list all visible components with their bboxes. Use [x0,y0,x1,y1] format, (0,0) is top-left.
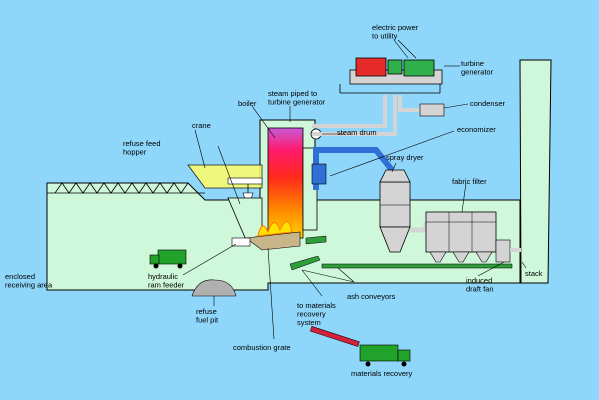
spray-dryer [379,169,411,253]
label-line: crane [192,121,211,130]
label-line: condenser [470,99,506,108]
label-line: combustion grate [233,343,291,352]
ash-conveyors [289,235,513,271]
label-stack: stack [525,269,543,278]
label-line: turbine generator [268,98,326,107]
label-line: spray dryer [386,153,424,162]
label-line: stack [525,269,543,278]
hydraulic-ram-feeder [231,237,251,247]
label-line: boiler [238,99,257,108]
refuse-truck [149,249,187,269]
label-line: enclosed [5,272,35,281]
label-line: refuse feed [123,139,161,148]
label-fabric-filter: fabric filter [452,177,487,186]
condenser [398,95,420,112]
label-line: system [297,318,321,327]
label-condenser: condenser [470,99,506,108]
label-ash-conveyors: ash conveyors [347,292,396,301]
label-line: materials recovery [351,369,413,378]
roof-truss [47,182,205,194]
label-steam-drum: steam drum [337,128,377,137]
label-line: fuel pit [196,316,219,325]
label-line: recovery [297,310,326,319]
label-line: draft fan [466,285,494,294]
condenser-unit [419,103,445,117]
label-line: generator [461,68,494,77]
label-line: steam drum [337,128,377,137]
label-line: electric power [372,23,419,32]
label-crane: crane [192,121,211,130]
stack [519,59,552,284]
label-line: fabric filter [452,177,487,186]
label-materials-recovery: materials recovery [351,369,413,378]
label-line: receiving area [5,281,53,290]
label-line: economizer [457,125,496,134]
label-line: to utility [372,32,398,41]
label-line: induced [466,276,492,285]
fabric-filter [425,211,497,263]
label-combustion-grate: combustion grate [233,343,291,352]
label-line: hopper [123,148,147,157]
label-line: ram feeder [148,281,185,290]
induced-draft-fan [495,239,521,263]
refuse-fuel-pile [191,279,237,297]
crane [187,164,263,200]
label-line: turbine [461,59,484,68]
materials-recovery-truck [359,344,411,367]
label-boiler: boiler [238,99,257,108]
leader-lines [182,39,527,340]
label-line: hydraulic [148,272,178,281]
label-spray-dryer: spray dryer [386,153,424,162]
label-line: refuse [196,307,217,316]
label-line: ash conveyors [347,292,396,301]
materials-recovery-conveyor [309,326,360,347]
turbine-generator [339,57,443,94]
label-line: to materials [297,301,336,310]
economizer [311,163,327,185]
label-line: steam piped to [268,89,317,98]
label-economizer: economizer [457,125,496,134]
combustion-grate [245,221,301,251]
